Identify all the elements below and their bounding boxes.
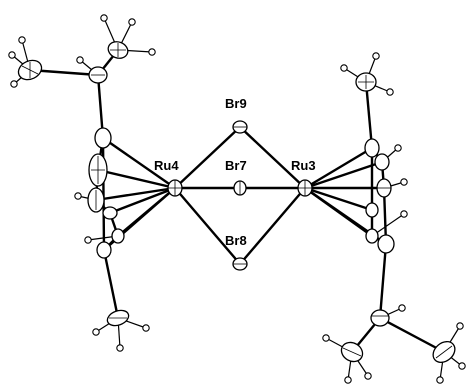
atom-br9 — [232, 120, 248, 134]
hydrogen-atoms — [8, 14, 466, 384]
atom-ru3 — [297, 179, 313, 197]
label-br7: Br7 — [225, 158, 247, 173]
atom-labels: Ru4 Ru3 Br9 Br7 Br8 — [154, 96, 316, 248]
atom-br7 — [233, 180, 247, 196]
label-ru3: Ru3 — [291, 158, 316, 173]
ellipsoid-octant-lines — [21, 43, 453, 359]
label-ru4: Ru4 — [154, 158, 179, 173]
core-atoms — [167, 120, 313, 271]
label-br8: Br8 — [225, 233, 247, 248]
carbon-ellipsoids — [17, 41, 456, 363]
bond-ru4-br8 — [173, 186, 242, 266]
label-br9: Br9 — [225, 96, 247, 111]
bond-ru4-br9 — [173, 125, 242, 190]
bond-br8-ru3 — [238, 186, 307, 266]
atom-br8 — [232, 257, 248, 271]
atom-ru4 — [167, 179, 183, 197]
bond-br9-ru3 — [238, 125, 307, 190]
